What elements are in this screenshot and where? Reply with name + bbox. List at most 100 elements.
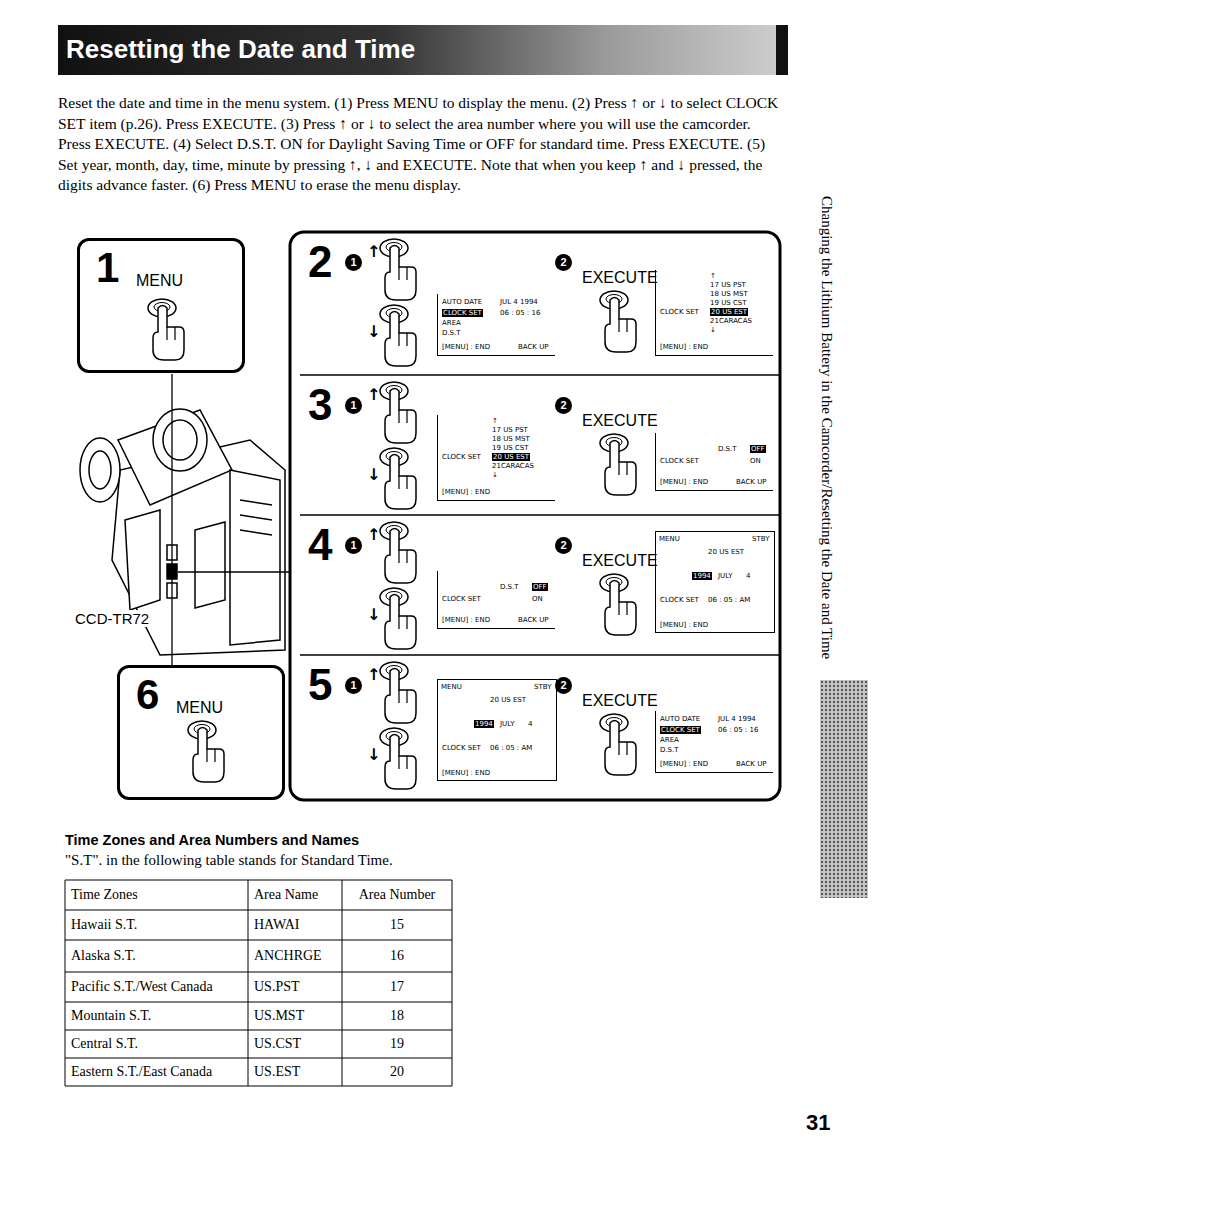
button-name: MENU <box>136 273 183 289</box>
screen-text: [MENU] : END <box>442 769 490 777</box>
finger-press-icon <box>380 448 416 509</box>
screen-text: D.S.T <box>442 329 461 337</box>
screen-text: AUTO DATE <box>442 298 482 306</box>
screen-text: STBY <box>752 535 769 543</box>
screen-text: ON <box>532 595 543 603</box>
table-cell: 18 <box>342 1002 452 1030</box>
screen-text: JUL 4 1994 <box>500 298 538 306</box>
screen-text: 19 US CST <box>492 444 529 452</box>
screen-text: AUTO DATE <box>660 715 700 723</box>
menu-screen: ↑17 US PST18 US MST19 US CSTCLOCK SET20 … <box>655 270 773 356</box>
step-number: 3 <box>308 383 332 427</box>
sub-step-number: 2 <box>555 537 572 554</box>
menu-screen: D.S.TOFFCLOCK SETON[MENU] : ENDBACK UP <box>655 433 773 491</box>
screen-text: CLOCK SET <box>660 308 699 316</box>
table-cell: Hawaii S.T. <box>65 910 248 940</box>
step-row: 51↑↓2EXECUTEMENUSTBY20 US EST1994JULY4CL… <box>290 655 780 800</box>
screen-text: STBY <box>534 683 551 691</box>
leader-line <box>171 374 172 665</box>
screen-text: OFF <box>750 445 766 453</box>
finger-press-icon <box>380 305 416 366</box>
screen-text: CLOCK SET <box>442 453 481 461</box>
up-arrow: ↑ <box>367 387 380 403</box>
title-bar-end <box>776 25 788 75</box>
finger-press-icon <box>380 588 416 649</box>
screen-text: JULY <box>500 720 514 728</box>
menu-screen: MENUSTBY20 US EST1994JULY4CLOCK SET06 : … <box>437 679 557 781</box>
up-arrow: ↑ <box>367 667 380 683</box>
screen-text: OFF <box>532 583 548 591</box>
table-rule <box>342 880 343 1086</box>
table-rule <box>452 880 453 1086</box>
screen-text: [MENU] : END <box>660 760 708 768</box>
finger-press-icon <box>188 721 224 782</box>
step-number: 1 <box>96 247 119 289</box>
screen-text: 21CARACAS <box>492 462 534 470</box>
button-name: EXECUTE <box>582 413 658 429</box>
screen-text: 21CARACAS <box>710 317 752 325</box>
screen-text: AREA <box>660 736 679 744</box>
down-arrow: ↓ <box>367 467 380 483</box>
screen-text: AREA <box>442 319 461 327</box>
finger-press-icon <box>380 239 416 300</box>
button-name: EXECUTE <box>582 270 658 286</box>
table-cell: 16 <box>342 940 452 972</box>
table-rule <box>65 880 452 881</box>
up-arrow: ↑ <box>367 244 380 260</box>
table-cell: Central S.T. <box>65 1030 248 1058</box>
button-name: EXECUTE <box>582 693 658 709</box>
intro-text: Reset the date and time in the menu syst… <box>58 93 780 196</box>
hand-icons <box>148 239 636 789</box>
step-box: 6MENU <box>117 665 285 800</box>
screen-text: 06 : 05 : AM <box>490 744 532 752</box>
section-heading: Changing the Lithium Battery in the Camc… <box>818 196 836 659</box>
table-rule <box>65 1030 452 1031</box>
step-number: 4 <box>308 523 332 567</box>
table-rule <box>65 910 452 911</box>
table-cell: 20 <box>342 1058 452 1086</box>
menu-screen: AUTO DATEJUL 4 1994CLOCK SET06 : 05 : 16… <box>655 711 773 773</box>
table-cell: Eastern S.T./East Canada <box>65 1058 248 1086</box>
model-name: CCD-TR72 <box>73 610 151 627</box>
screen-text: MENU <box>659 535 680 543</box>
screen-text: 18 US MST <box>710 290 748 298</box>
table-cell: Alaska S.T. <box>65 940 248 972</box>
menu-screen: AUTO DATEJUL 4 1994CLOCK SET06 : 05 : 16… <box>437 294 555 356</box>
button-name: MENU <box>176 700 223 716</box>
screen-text: ↑ <box>710 272 716 280</box>
down-arrow: ↓ <box>367 324 380 340</box>
step-box: 1MENU <box>77 238 245 373</box>
screen-text: CLOCK SET <box>660 726 701 734</box>
screen-text: CLOCK SET <box>660 457 699 465</box>
sub-step-number: 1 <box>345 254 362 271</box>
screen-text: CLOCK SET <box>442 744 481 752</box>
screen-text: D.S.T <box>500 583 519 591</box>
screen-text: 06 : 05 : 16 <box>500 309 540 317</box>
sub-step-number: 1 <box>345 537 362 554</box>
table-grid <box>65 880 452 1086</box>
step-number: 5 <box>308 663 332 707</box>
table-cell: Mountain S.T. <box>65 1002 248 1030</box>
step-row: 21↑↓2EXECUTEAUTO DATEJUL 4 1994CLOCK SET… <box>290 232 780 375</box>
step-number: 2 <box>308 240 332 284</box>
table-cell: 17 <box>342 972 452 1002</box>
screen-text: 4 <box>746 572 750 580</box>
screen-text: 18 US MST <box>492 435 530 443</box>
finger-press-icon <box>380 382 416 443</box>
table-cell: 15 <box>342 910 452 940</box>
table-rule <box>65 1058 452 1059</box>
screen-text: [MENU] : END <box>660 478 708 486</box>
sub-step-number: 2 <box>555 677 572 694</box>
finger-press-icon <box>600 434 636 495</box>
table-rule <box>65 940 452 941</box>
screen-text: 1994 <box>692 572 712 580</box>
table-cell: US.PST <box>248 972 342 1002</box>
screen-text: D.S.T <box>660 746 679 754</box>
page-title: Resetting the Date and Time <box>66 34 415 65</box>
page-number: 31 <box>806 1110 830 1136</box>
table-rule <box>248 880 249 1086</box>
table-cell: US.MST <box>248 1002 342 1030</box>
finger-press-icon <box>380 522 416 583</box>
screen-text: MENU <box>441 683 462 691</box>
screen-text: [MENU] : END <box>442 343 490 351</box>
